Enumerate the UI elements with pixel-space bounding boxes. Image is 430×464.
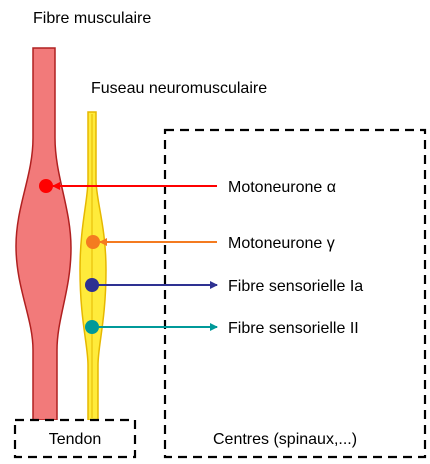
tendon-label: Tendon <box>49 431 102 448</box>
alpha-dot <box>39 179 53 193</box>
ii-dot <box>85 320 99 334</box>
gamma-motoneuron-label: Motoneurone γ <box>228 235 335 252</box>
muscle-fiber-label: Fibre musculaire <box>33 10 151 27</box>
spindle-label: Fuseau neuromusculaire <box>91 80 267 97</box>
muscle-fiber <box>16 48 71 420</box>
centers-label: Centres (spinaux,...) <box>213 431 357 448</box>
ia-dot <box>85 278 99 292</box>
sensory-ii-label: Fibre sensorielle II <box>228 320 359 337</box>
gamma-dot <box>86 235 100 249</box>
alpha-motoneuron-label: Motoneurone α <box>228 179 336 196</box>
sensory-ia-label: Fibre sensorielle Ia <box>228 278 363 295</box>
spindle <box>80 112 106 420</box>
